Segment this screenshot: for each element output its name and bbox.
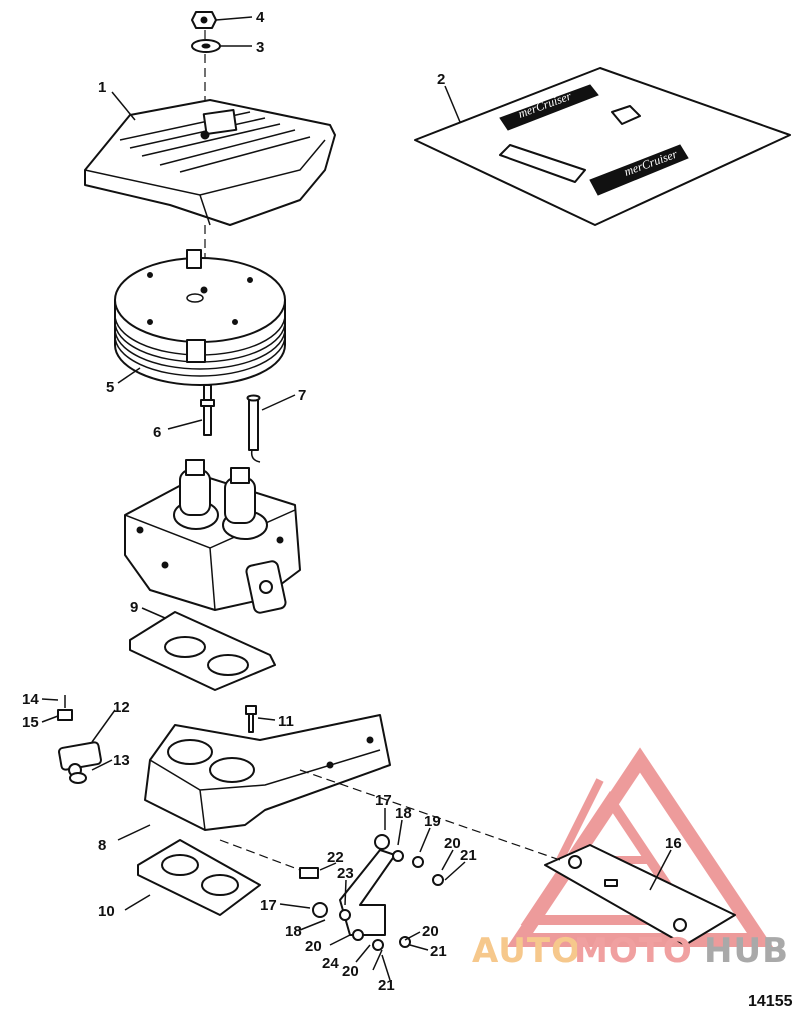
throttle-body-gasket	[129, 611, 276, 691]
throttle-body	[124, 459, 301, 614]
callout-2: 2	[437, 71, 445, 88]
vent-tube	[246, 394, 261, 463]
cover-washer	[191, 39, 221, 53]
sensor-assembly	[57, 695, 102, 784]
callout-1: 1	[98, 79, 106, 96]
callout-21a: 21	[460, 847, 477, 864]
callout-3: 3	[256, 39, 264, 56]
watermark-moto: MOTO	[574, 931, 693, 971]
callout-8: 8	[98, 837, 106, 854]
callout-4: 4	[256, 9, 265, 26]
callout-11: 11	[278, 713, 294, 730]
callout-17b: 17	[260, 897, 277, 914]
document-number: 14155	[748, 993, 793, 1010]
watermark-auto: AUTO	[472, 931, 581, 971]
cover-nut	[191, 11, 217, 29]
flame-arrestor	[114, 249, 286, 386]
mounting-stud	[200, 384, 215, 436]
callout-20a: 20	[444, 835, 461, 852]
watermark-text: AUTO MOTO HUB	[472, 931, 789, 971]
callout-23: 23	[337, 865, 354, 882]
callout-15: 15	[22, 714, 39, 731]
bolt	[245, 705, 257, 733]
callout-24: 24	[322, 955, 339, 972]
callout-14: 14	[22, 691, 39, 708]
adapter-gasket	[137, 839, 261, 916]
callout-19: 19	[424, 813, 441, 830]
leader-lines	[41, 16, 672, 981]
callout-17a: 17	[375, 792, 392, 809]
callout-21c: 21	[378, 977, 395, 994]
watermark-hub: HUB	[704, 931, 789, 971]
callout-20d: 20	[342, 963, 359, 980]
callout-6: 6	[153, 424, 161, 441]
linkage-assembly	[299, 834, 444, 951]
callout-13: 13	[113, 752, 130, 769]
callout-20c: 20	[422, 923, 439, 940]
callout-10: 10	[98, 903, 115, 920]
callout-7: 7	[298, 387, 306, 404]
callout-21b: 21	[430, 943, 447, 960]
callout-12: 12	[113, 699, 130, 716]
callout-labels: 4 3 1 2 5 6 7 9 11 14 15 12 13 8 10 16 1…	[22, 9, 682, 994]
linkage-panel	[544, 844, 736, 946]
callout-9: 9	[130, 599, 138, 616]
callout-16: 16	[665, 835, 682, 852]
callout-5: 5	[106, 379, 114, 396]
callout-18b: 18	[285, 923, 302, 940]
callout-18a: 18	[395, 805, 412, 822]
flame-arrestor-cover	[84, 99, 336, 226]
decal-sheet: merCruiser merCruiser	[414, 67, 791, 226]
callout-20b: 20	[305, 938, 322, 955]
callout-22: 22	[327, 849, 344, 866]
adapter-plate	[144, 714, 391, 831]
